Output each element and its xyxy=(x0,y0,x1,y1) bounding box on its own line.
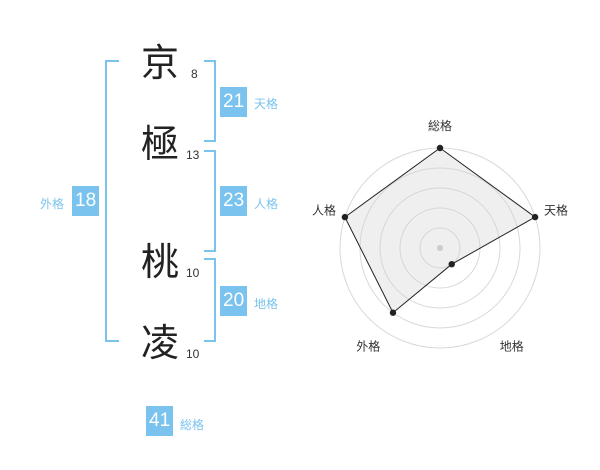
tenkaku-value: 21 xyxy=(220,87,248,117)
radar-label-3: 外格 xyxy=(356,339,380,354)
radar-point-0 xyxy=(436,144,444,152)
char-4-strokes: 10 xyxy=(186,347,200,361)
radar-label-1: 天格 xyxy=(544,202,568,217)
jinkaku-value: 23 xyxy=(220,186,248,216)
gaikaku-value: 18 xyxy=(72,186,100,216)
soukaku-value: 41 xyxy=(146,406,174,436)
radar-label-0: 総格 xyxy=(428,118,452,133)
radar-point-2 xyxy=(448,260,455,268)
chikaku-label: 地格 xyxy=(254,297,279,311)
radar-point-3 xyxy=(389,309,397,316)
chikaku-bracket xyxy=(204,258,216,342)
radar-center xyxy=(437,245,443,251)
tenkaku-bracket xyxy=(204,60,216,142)
jinkaku-bracket xyxy=(204,150,216,252)
radar-series xyxy=(341,144,539,316)
char-4: 凌 xyxy=(141,321,180,365)
soukaku-label: 総格 xyxy=(180,418,205,432)
radar-point-4 xyxy=(341,213,349,221)
char-2-strokes: 13 xyxy=(186,148,200,162)
radar-label-4: 人格 xyxy=(312,202,336,217)
char-1: 京 xyxy=(141,41,180,85)
tenkaku-label: 天格 xyxy=(254,97,279,111)
gaikaku-label: 外格 xyxy=(40,197,65,211)
char-1-strokes: 8 xyxy=(191,67,198,81)
char-2: 極 xyxy=(141,122,180,166)
gaikaku-bracket xyxy=(105,60,119,342)
char-3-strokes: 10 xyxy=(186,266,200,280)
chikaku-value: 20 xyxy=(220,286,248,316)
radar-series-line xyxy=(344,147,537,314)
jinkaku-label: 人格 xyxy=(254,197,279,211)
char-3: 桃 xyxy=(141,240,180,284)
radar-grid xyxy=(339,147,541,349)
radar-label-2: 地格 xyxy=(500,339,524,354)
radar-point-1 xyxy=(531,213,539,221)
radar-ring xyxy=(379,187,501,309)
radar-ring xyxy=(419,227,461,269)
